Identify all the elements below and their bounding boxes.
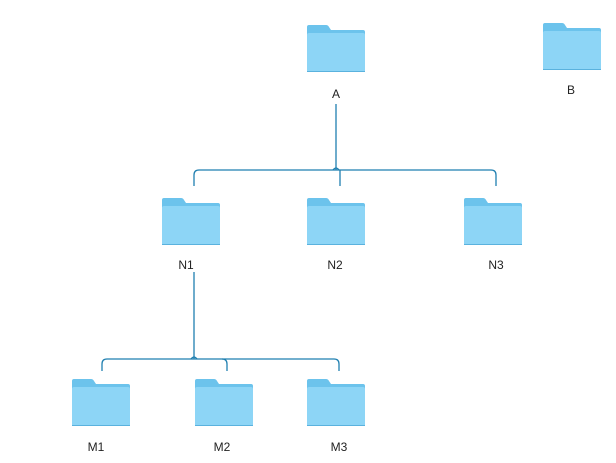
connector-segment xyxy=(101,358,108,371)
folder-node-n2[interactable] xyxy=(306,197,366,247)
connector-segment xyxy=(193,169,200,186)
folder-label-n2: N2 xyxy=(327,258,343,272)
folder-icon xyxy=(162,198,220,245)
connector-junction xyxy=(332,167,340,171)
folder-node-m1[interactable] xyxy=(71,378,131,428)
folder-node-n1[interactable] xyxy=(161,197,221,247)
folder-node-b[interactable] xyxy=(542,22,602,72)
connector-junction xyxy=(190,356,198,360)
folder-icon xyxy=(543,23,601,70)
folder-label-m1: M1 xyxy=(87,440,105,454)
folder-node-m2[interactable] xyxy=(194,378,254,428)
folder-icon xyxy=(307,198,365,245)
folder-label-m2: M2 xyxy=(213,440,231,454)
folder-node-n3[interactable] xyxy=(463,197,523,247)
folder-icon xyxy=(307,379,365,426)
folder-label-b: B xyxy=(566,83,576,97)
folder-icon xyxy=(307,25,365,72)
folder-icon xyxy=(72,379,130,426)
folder-icon xyxy=(195,379,253,426)
folder-label-m3: M3 xyxy=(330,440,348,454)
folder-node-a[interactable] xyxy=(306,24,366,74)
folder-label-a: A xyxy=(331,87,341,101)
connector-segment xyxy=(221,358,228,371)
folder-icon xyxy=(464,198,522,245)
folder-label-n1: N1 xyxy=(178,258,194,272)
connector-segment xyxy=(490,169,497,186)
connector-segment xyxy=(333,358,340,371)
folder-label-n3: N3 xyxy=(488,258,504,272)
folder-node-m3[interactable] xyxy=(306,378,366,428)
